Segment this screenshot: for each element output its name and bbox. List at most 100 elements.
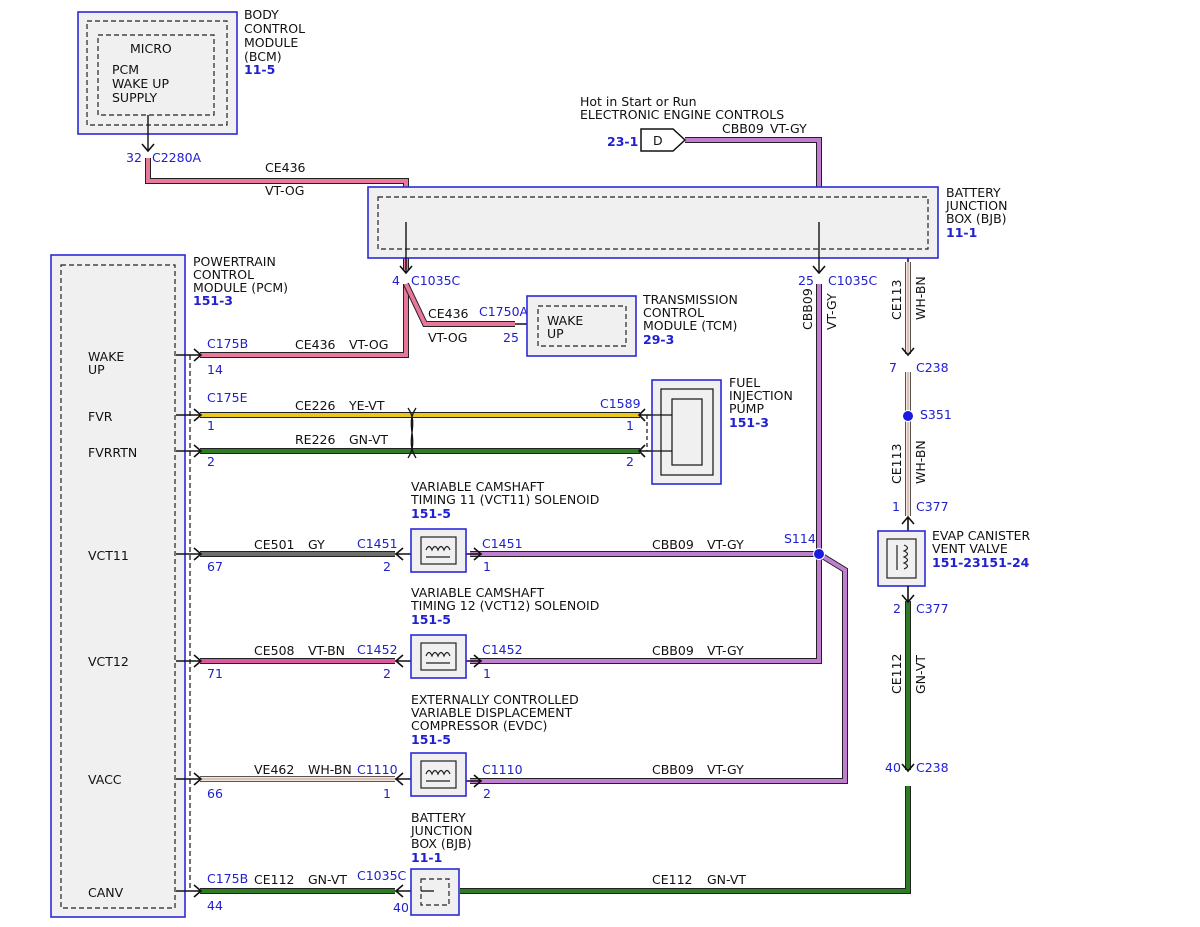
bcm-name: BODY (244, 7, 279, 22)
hot-feed-ref-link[interactable]: 23-1 (607, 134, 638, 149)
pcm-pin-vct12: VCT12 (88, 654, 129, 669)
evdc-name: VARIABLE DISPLACEMENT (411, 705, 573, 720)
tcm-name: MODULE (TCM) (643, 318, 737, 333)
ce501-pin: 67 (207, 559, 223, 574)
vct11-pin-right: 1 (483, 559, 491, 574)
tcm-module: WAKE UP (526, 295, 637, 357)
re226-circuit: RE226 (295, 432, 335, 447)
bjb-bottom-conn: C1035C (357, 868, 407, 883)
pcm-pin-fvrrtn: FVRRTN (88, 445, 137, 460)
ce113-top-color: WH-BN (913, 276, 928, 320)
bcm-ref-link[interactable]: 11-5 (244, 62, 275, 77)
s351-splice (902, 410, 914, 422)
ce112-vert-color: GN-VT (913, 655, 928, 694)
fuel-pump-ref-link[interactable]: 151-3 (729, 415, 769, 430)
cbb09-vct12-color: VT-GY (707, 643, 744, 658)
bjb-top-ref-link[interactable]: 11-1 (946, 225, 977, 240)
vct11-ref-link[interactable]: 151-5 (411, 506, 451, 521)
ce436-pcm-conn: C175B (207, 336, 248, 351)
re226-pin: 2 (207, 454, 215, 469)
ce112-right-color: GN-VT (707, 872, 746, 887)
fuel-pump-module (637, 379, 722, 485)
bjb-bottom-module (394, 868, 460, 916)
fuel-pump-connector: C1589 (600, 396, 641, 411)
hot-feed-line: ELECTRONIC ENGINE CONTROLS (580, 107, 784, 122)
ce501-circuit: CE501 (254, 537, 295, 552)
evap-pin-top: 1 (892, 499, 900, 514)
twisted-pair-mark (407, 407, 417, 459)
bcm-name: (BCM) (244, 49, 282, 64)
re226-color: GN-VT (349, 432, 388, 447)
ce436-pcm-circuit: CE436 (295, 337, 336, 352)
c238-top-arrow (901, 347, 915, 357)
ce436-tcm-color: VT-OG (428, 330, 467, 345)
pcm-pin-vct11: VCT11 (88, 548, 129, 563)
vct11-name: TIMING 11 (VCT11) SOLENOID (410, 492, 599, 507)
cbb09-feed-circuit: CBB09 (722, 121, 764, 136)
bjb-bottom-ref-link[interactable]: 11-1 (411, 850, 442, 865)
bjb-bottom-name: BATTERY (411, 810, 466, 825)
ce436-pcm-color: VT-OG (349, 337, 388, 352)
evap-ref-link[interactable]: 151-23151-24 (932, 555, 1030, 570)
s114-label: S114 (784, 531, 816, 546)
ce226-pin: 1 (207, 418, 215, 433)
ce226-circuit: CE226 (295, 398, 336, 413)
ce112-bottom-color: GN-VT (308, 872, 347, 887)
pcm-pin-vacc: VACC (88, 772, 122, 787)
evdc-pin-left: 1 (383, 786, 391, 801)
hot-feed-symbol: D (640, 128, 687, 152)
bcm-inner-line: PCM (112, 62, 139, 77)
bjb-top-pin-right: 25 (798, 273, 814, 288)
c238-bottom-pin: 40 (885, 760, 901, 775)
ce436-tcm-circuit: CE436 (428, 306, 469, 321)
tcm-pin: 25 (503, 330, 519, 345)
evap-bottom-arrow (901, 586, 915, 604)
bcm-connector: C2280A (152, 150, 202, 165)
fuel-pump-name: FUEL (729, 375, 760, 390)
tcm-name: TRANSMISSION (642, 292, 738, 307)
tcm-ref-link[interactable]: 29-3 (643, 332, 674, 347)
pcm-ref-link[interactable]: 151-3 (193, 293, 233, 308)
ce113-mid-color: WH-BN (913, 440, 928, 484)
evdc-ref-link[interactable]: 151-5 (411, 732, 451, 747)
bjb-top-conn-right: C1035C (828, 273, 878, 288)
bjb-top-conn-left: C1035C (411, 273, 461, 288)
c238-bottom-name: C238 (916, 760, 949, 775)
vct12-name: VARIABLE CAMSHAFT (411, 585, 545, 600)
bjb-bottom-name: BOX (BJB) (411, 836, 472, 851)
cbb09-evdc-color: VT-GY (707, 762, 744, 777)
ce436-color: VT-OG (265, 183, 304, 198)
evdc-conn-right: C1110 (482, 762, 523, 777)
vct11-conn-right: C1451 (482, 536, 523, 551)
ce508-pin: 71 (207, 666, 223, 681)
bcm-name: MODULE (244, 35, 298, 50)
vct12-ref-link[interactable]: 151-5 (411, 612, 451, 627)
wire-ce112-bottom (200, 786, 911, 894)
evap-conn-bottom: C377 (916, 601, 949, 616)
cbb09-vct11-color: VT-GY (707, 537, 744, 552)
pcm-name: CONTROL (193, 267, 254, 282)
vct12-solenoid (394, 634, 483, 679)
bjb-top-name: JUNCTION (945, 198, 1007, 213)
evdc-conn-left: C1110 (357, 762, 398, 777)
bcm-micro-label: MICRO (130, 41, 172, 56)
evap-name: EVAP CANISTER (932, 528, 1030, 543)
bjb-pin25-arrow (812, 265, 826, 275)
evap-pin-bottom: 2 (893, 601, 901, 616)
tcm-inner: WAKE (547, 313, 583, 328)
tcm-name: CONTROL (643, 305, 704, 320)
wire-cbb09-feed (685, 137, 822, 188)
bcm-pin: 32 (126, 150, 142, 165)
bcm-module: MICRO PCM WAKE UP SUPPLY (77, 11, 238, 135)
hot-feed-symbol-letter: D (653, 133, 663, 148)
evdc-name: COMPRESSOR (EVDC) (411, 718, 547, 733)
cbb09-vct12-circuit: CBB09 (652, 643, 694, 658)
evap-valve (877, 530, 926, 587)
ce436-circuit: CE436 (265, 160, 306, 175)
vct11-solenoid (394, 528, 483, 573)
ce501-color: GY (308, 537, 325, 552)
ce112-right-circuit: CE112 (652, 872, 693, 887)
evdc-pin-right: 2 (483, 786, 491, 801)
evap-top-arrow (901, 515, 915, 532)
